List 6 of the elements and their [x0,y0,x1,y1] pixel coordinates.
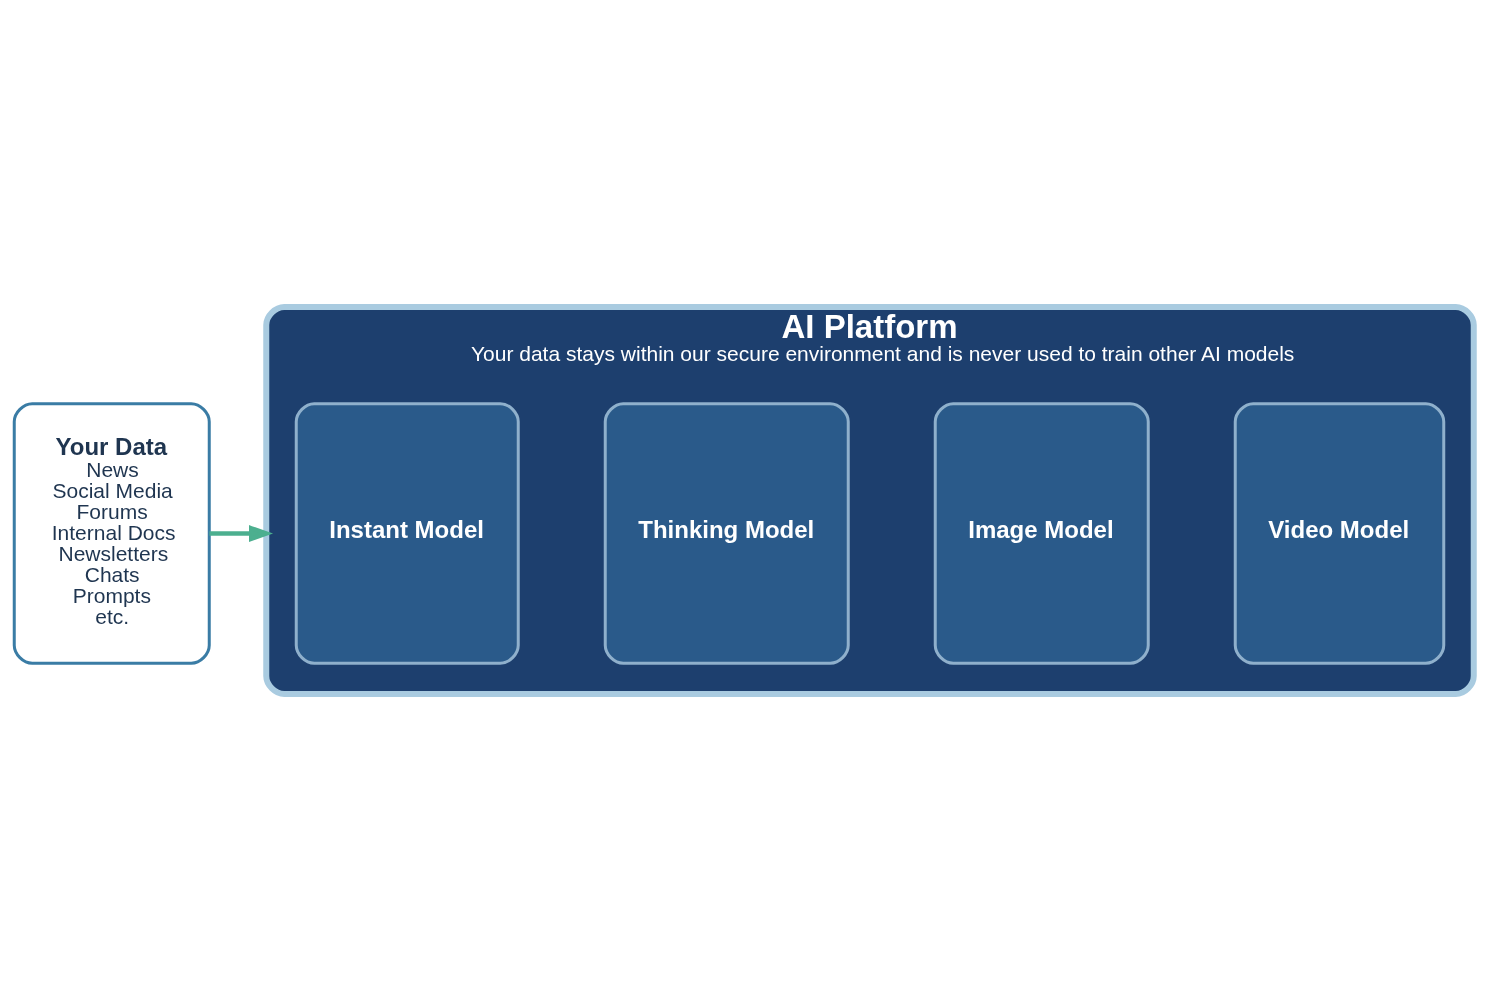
node-box: Thinking Model [603,401,850,665]
node-box: Your Data News Social Media Forums Internal Docs Newsletters Chats Prompts etc. [12,401,211,665]
node-box: Instant Model [294,401,520,665]
arrow [209,524,274,542]
node-box: Video Model [1233,401,1446,665]
node-box: Image Model [933,401,1150,665]
